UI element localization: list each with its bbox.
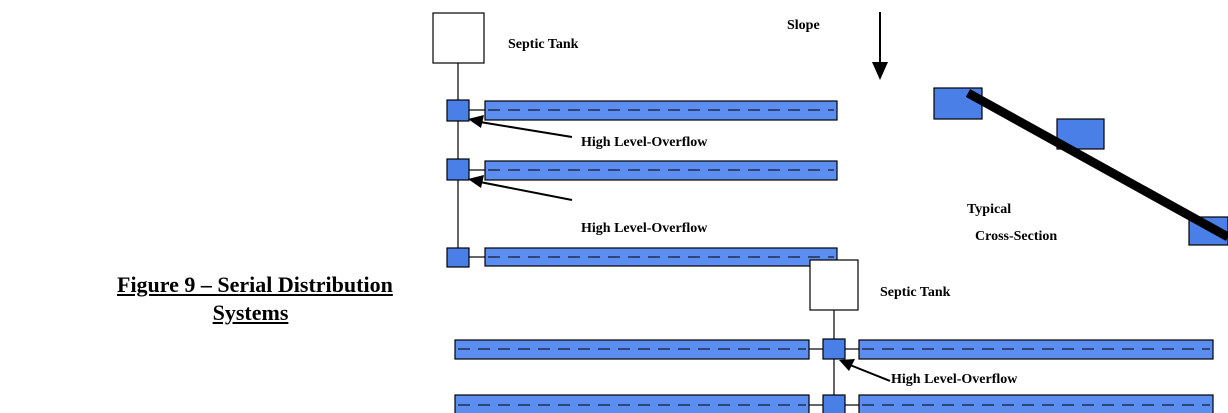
overflow-arrow-1: [479, 121, 573, 138]
slope-label: Slope: [787, 18, 820, 33]
figure-title-line-2: Systems: [212, 299, 289, 325]
cross-section-box-2: [1056, 118, 1105, 150]
drain-line-bottom-left-2: [454, 394, 810, 413]
distribution-box-bottom-2: [822, 394, 846, 413]
distribution-box-bottom-1: [822, 338, 846, 360]
septic-tank-label-bottom: Septic Tank: [880, 285, 951, 300]
drain-line-bottom-right-1: [858, 339, 1214, 360]
overflow-label-2: High Level-Overflow: [581, 221, 708, 236]
septic-tank-top: [432, 12, 485, 64]
cross-section-label: Cross-Section: [975, 229, 1058, 244]
distribution-box-3: [446, 247, 470, 268]
cross-section-slope-line: [965, 89, 1228, 241]
drain-line-bottom-right-2: [858, 394, 1214, 413]
typical-label: Typical: [967, 202, 1012, 217]
drain-line-2: [484, 160, 838, 181]
figure-title-line-1: Figure 9 – Serial Distribution: [117, 272, 393, 297]
septic-tank-bottom: [809, 259, 859, 311]
overflow-arrow-2: [479, 181, 573, 201]
figure-title: Figure 9 – Serial Distribution Systems: [117, 271, 393, 326]
drain-line-1: [484, 100, 838, 121]
distribution-box-2: [446, 158, 470, 181]
drain-line-3: [484, 247, 838, 267]
distribution-box-1: [446, 99, 470, 122]
slope-arrowhead: [872, 62, 888, 80]
septic-tank-label-top: Septic Tank: [508, 37, 579, 52]
overflow-arrow-bottom: [849, 364, 891, 382]
overflow-label-1: High Level-Overflow: [581, 135, 708, 150]
overflow-label-bottom: High Level-Overflow: [891, 372, 1018, 387]
